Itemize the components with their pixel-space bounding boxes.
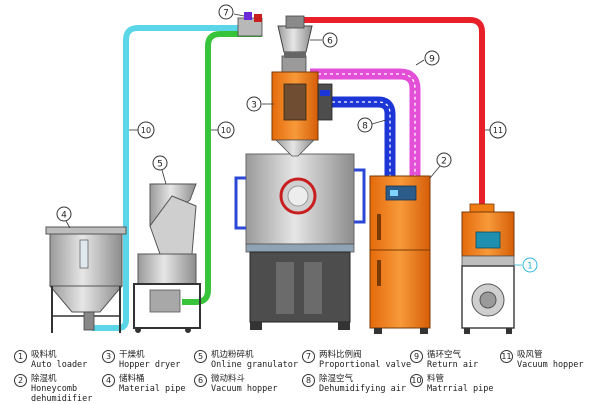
callout-2-number: 2 xyxy=(441,157,447,167)
return-air-pipe xyxy=(310,68,421,180)
legend-number: 7 xyxy=(302,350,315,363)
callout-3-marker xyxy=(246,96,262,112)
legend-label-cn: 机边粉碎机 xyxy=(211,350,254,360)
legend-label-en: Honeycomb dehumidifier xyxy=(31,384,93,404)
callout-10-green-number: 10 xyxy=(221,126,231,135)
auto-loader xyxy=(461,203,515,334)
callout-9-number: 9 xyxy=(429,55,435,65)
legend-label-en: Hopper dryer xyxy=(119,360,181,370)
legend-number: 11 xyxy=(500,350,513,363)
callout-5-leader xyxy=(161,169,167,185)
callout-2-marker xyxy=(436,152,452,168)
legend-label-en: Vacuum hopper xyxy=(211,384,278,394)
vacuum-hopper xyxy=(277,15,313,58)
legend-label-cn: 吸风管 xyxy=(517,350,543,360)
legend-number: 1 xyxy=(14,350,27,363)
legend-label-cn: 微动料斗 xyxy=(211,374,246,384)
proportional-valve xyxy=(237,12,263,37)
callout-1-marker xyxy=(522,257,538,273)
legend-label-cn: 循环空气 xyxy=(427,350,462,360)
legend-label-cn: 储料桶 xyxy=(119,374,145,384)
legend-label-en: Dehumidifying air xyxy=(319,384,406,394)
hopper-dryer xyxy=(271,55,333,157)
callout-9-leader xyxy=(415,59,425,66)
callout-8-leader xyxy=(371,119,387,125)
callout-7-number: 7 xyxy=(223,9,229,19)
legend-label-en: Proportional valve xyxy=(319,360,412,370)
legend-number: 4 xyxy=(102,374,115,387)
molding-machine xyxy=(234,153,366,330)
callout-9-marker xyxy=(424,50,440,66)
legend-label-en: Auto loader xyxy=(31,360,88,370)
legend-label-cn: 吸料机 xyxy=(31,350,57,360)
material-pipe-cyan xyxy=(92,25,243,331)
legend-label-cn: 除湿空气 xyxy=(319,374,354,384)
callout-7-leader xyxy=(233,13,245,17)
callout-5-marker xyxy=(152,155,168,171)
callout-7-marker xyxy=(218,4,234,20)
legend-label-cn: 料管 xyxy=(427,374,445,384)
legend-label-cn: 干燥机 xyxy=(119,350,145,360)
online-granulator xyxy=(133,183,201,333)
legend-label-en: Online granulator xyxy=(211,360,298,370)
legend-label-cn: 除湿机 xyxy=(31,374,57,384)
callout-4-marker xyxy=(56,206,72,222)
legend-label-en: Material pipe xyxy=(119,384,186,394)
legend-label-en: Return air xyxy=(427,360,479,370)
storage-bin xyxy=(45,226,127,333)
callout-5-number: 5 xyxy=(157,160,163,170)
callout-3-number: 3 xyxy=(251,101,257,111)
callout-6-marker xyxy=(322,32,338,48)
callout-11-number: 11 xyxy=(493,126,503,135)
legend-label-en: Matrrial pipe xyxy=(427,384,494,394)
legend-number: 9 xyxy=(410,350,423,363)
dehumid-air-flow-dashes xyxy=(326,101,391,176)
legend-label-cn: 两料比例阀 xyxy=(319,350,362,360)
callout-4-leader xyxy=(65,220,71,229)
legend-number: 2 xyxy=(14,374,27,387)
callout-4-number: 4 xyxy=(61,211,67,221)
callout-8-number: 8 xyxy=(362,122,368,132)
callout-6-number: 6 xyxy=(327,37,333,47)
legend-label-en: Vacuum hopper xyxy=(517,360,584,370)
callout-2-leader xyxy=(429,165,441,179)
callout-8-marker xyxy=(357,117,373,133)
legend-number: 6 xyxy=(194,374,207,387)
legend-number: 3 xyxy=(102,350,115,363)
legend-number: 10 xyxy=(410,374,423,387)
vacuum-line-pipe xyxy=(300,17,485,208)
callout-1-number: 1 xyxy=(527,262,533,272)
legend-number: 5 xyxy=(194,350,207,363)
legend-number: 8 xyxy=(302,374,315,387)
honeycomb-dehumidifier xyxy=(369,175,431,334)
callout-10-cyan-number: 10 xyxy=(141,126,151,135)
